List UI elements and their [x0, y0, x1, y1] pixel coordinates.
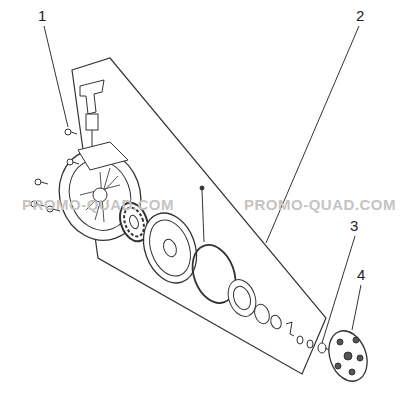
watermark: PROMO-QUAD.COM [244, 197, 396, 212]
callout-number: 2 [356, 8, 364, 23]
watermark: PROMO-QUAD.COM [22, 197, 174, 212]
callout-number: 3 [350, 218, 358, 233]
starter-housing [47, 138, 154, 252]
callout-number: 1 [38, 8, 46, 23]
small-parts [252, 302, 333, 353]
starter-cup [322, 325, 374, 386]
leader-line [44, 26, 68, 127]
callout-number: 4 [357, 267, 365, 282]
starter-handle [80, 80, 104, 148]
leader-line [352, 285, 361, 330]
leader-line [322, 236, 355, 343]
